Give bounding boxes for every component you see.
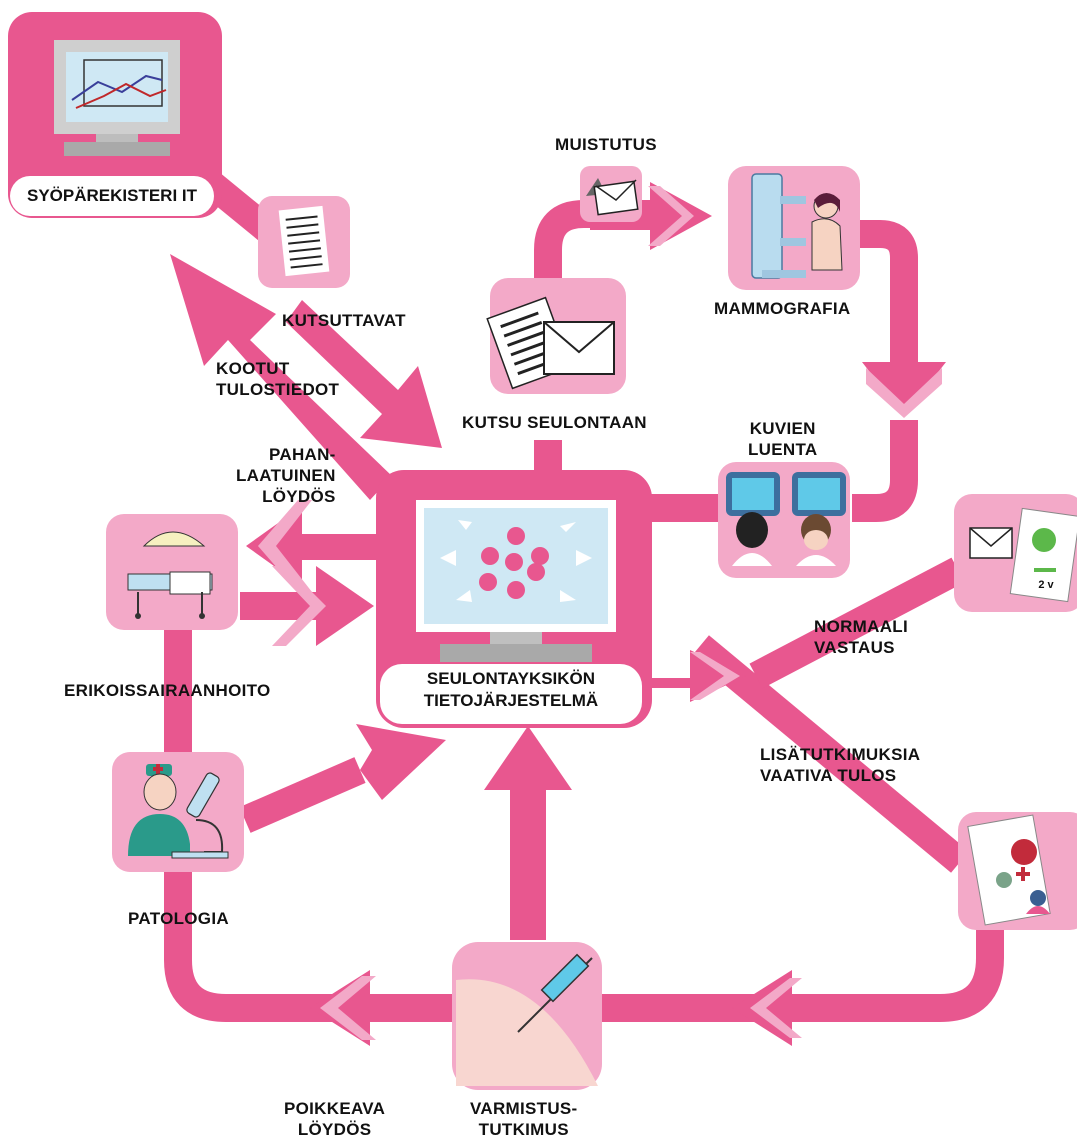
arrow-to-system-list (286, 300, 442, 448)
image-reading-label: KUVIEN LUENTA (748, 419, 818, 459)
pathology-node (112, 752, 244, 872)
arrow-system-right (652, 650, 746, 702)
pathologist-microscope-icon (128, 764, 229, 859)
abnormal-finding-label: POIKKEAVA LÖYDÖS (284, 1099, 386, 1139)
connector-mammo-right (858, 220, 918, 370)
collected-results-label: KOOTUT TULOSTIEDOT (216, 359, 340, 399)
virus-doctor-icon (967, 814, 1051, 926)
connector-reading-loop (852, 420, 918, 522)
letter-envelope-icon (486, 296, 615, 390)
normal-result-badge: 2 v (1038, 579, 1054, 591)
arrow-to-reading (862, 362, 946, 416)
connector-invite-loop (534, 200, 590, 280)
image-reading-node (718, 462, 850, 578)
syringe-icon (517, 953, 593, 1033)
flow-arrows (170, 182, 946, 1046)
confirmation-label: VARMISTUS- TUTKIMUS (470, 1099, 578, 1139)
mammography-machine-icon (751, 173, 843, 279)
connector-bottom-left (164, 870, 460, 1022)
mammography-node (728, 166, 860, 290)
arrow-bottom-right (732, 970, 840, 1046)
connector-normal-result (749, 557, 965, 689)
connector-pathology-to-system (239, 757, 366, 833)
connector-system-to-further (691, 635, 969, 873)
cancer-registry-label: SYÖPÄREKISTERI IT (10, 176, 214, 216)
connector-bottom-right (600, 910, 1004, 1022)
hospital-bed-icon (127, 531, 213, 619)
confirmation-node (452, 942, 602, 1090)
to-be-invited-node (258, 196, 350, 288)
flow-connectors (161, 139, 1004, 1022)
pathology-label: PATOLOGIA (128, 909, 229, 928)
arrow-to-reading-chevron (866, 368, 942, 418)
normal-result-node: 2 v (954, 494, 1077, 612)
reminder-label: MUISTUTUS (555, 135, 657, 154)
cancer-registry-node (8, 12, 222, 218)
network-arrows-icon (440, 520, 592, 602)
invitation-node (486, 278, 626, 394)
specialist-care-label: ERIKOISSAIRAANHOITO (64, 681, 271, 700)
arrow-bottom-left-chevron (320, 976, 376, 1040)
screening-system-label: SEULONTAYKSIKÖN TIETOJÄRJESTELMÄ (380, 664, 642, 724)
to-be-invited-label: KUTSUTTAVAT (282, 311, 406, 330)
arrow-pathology-to-system (356, 724, 446, 800)
malignant-finding-label: PAHAN- LAATUINEN LÖYDÖS (236, 445, 336, 506)
specialist-care-node (106, 514, 238, 630)
screening-system-label-line1: SEULONTAYKSIKÖN (426, 669, 596, 688)
screening-system-label-line2: TIETOJÄRJESTELMÄ (423, 691, 599, 710)
breast-shape (456, 979, 598, 1086)
arrow-to-registry (170, 254, 392, 500)
screening-system-base (440, 644, 592, 662)
document-list-icon (278, 205, 330, 277)
further-exams-node (958, 812, 1077, 930)
arrow-bottom-right-chevron (750, 978, 802, 1038)
mammography-label: MAMMOGRAFIA (714, 299, 851, 318)
arrow-to-mammography-chevron (648, 186, 694, 246)
arrow-to-mammography (590, 182, 712, 250)
invitation-label: KUTSU SEULONTAAN (462, 413, 647, 432)
screening-system-stand (490, 632, 542, 646)
arrow-bottom-left (310, 970, 420, 1046)
arrow-system-right-chevron (690, 652, 740, 700)
bell-envelope-icon (586, 178, 639, 216)
reminder-node (580, 166, 642, 222)
further-exams-label: LISÄTUTKIMUKSIA VAATIVA TULOS (760, 745, 921, 785)
screening-system-node (376, 470, 652, 728)
normal-result-label: NORMAALI VASTAUS (814, 617, 908, 657)
arrow-confirmation-to-system (484, 726, 572, 940)
registry-chart-line-red (75, 82, 167, 109)
envelope-virus-icon (969, 507, 1077, 603)
registry-chart-line-blue (71, 74, 163, 101)
network-dots-icon (479, 527, 549, 599)
arrow-care-to-system (240, 566, 374, 646)
arrow-care-to-system-chevron (272, 566, 326, 646)
radiologists-icon (726, 472, 846, 566)
